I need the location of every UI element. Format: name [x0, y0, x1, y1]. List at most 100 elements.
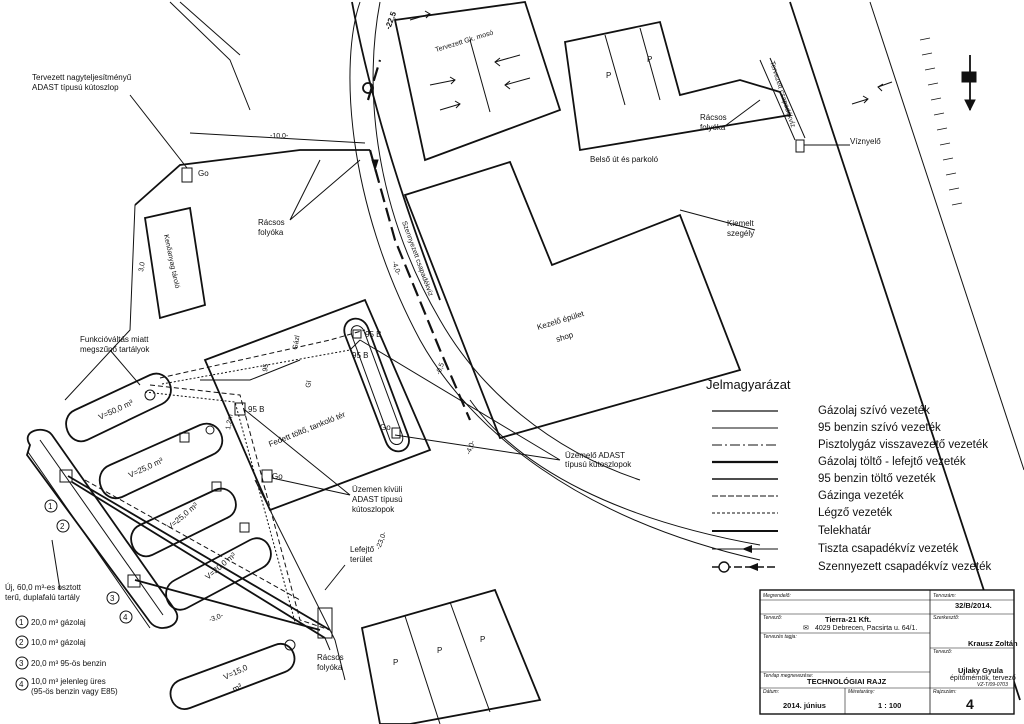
racsos-bottom-2: folyóka — [317, 663, 343, 672]
dim-a: Gázl — [292, 335, 301, 351]
parking-p3: P — [393, 658, 398, 667]
tb-rajzszam-label: Rajzszám: — [933, 689, 957, 695]
parking-p4: P — [437, 646, 442, 655]
pump-95b-left — [234, 402, 246, 416]
kenoanyag-building — [143, 206, 207, 320]
pump-island-inner — [350, 325, 404, 446]
tb-tervlap: TECHNOLÓGIAI RAJZ — [807, 677, 887, 686]
yard-line-c — [254, 479, 346, 681]
parking-bottom-lines — [404, 601, 491, 724]
tb-tervlap-label: Tervlap megnevezése: — [763, 673, 814, 679]
manhole-b — [205, 425, 215, 435]
left-road-edge-2 — [179, 1, 241, 56]
funkcio-label-2: megszűnő tartályok — [80, 345, 150, 354]
kiemelt-leader — [679, 209, 756, 231]
svg-text:1: 1 — [19, 618, 24, 627]
svg-text:4: 4 — [123, 613, 128, 622]
wash-arrow-4 — [504, 77, 531, 90]
kenoanyag-label: Kenőanyag tároló — [162, 234, 180, 289]
road-curve-outer — [349, 1, 761, 561]
uzemen-kivuli-3: kútoszlopok — [352, 505, 395, 514]
tb-tervezo2-label: Tervező: — [933, 649, 953, 655]
tb-szerkeszto-label: Szerkesztő: — [933, 615, 960, 621]
legend-item-9: Tiszta csapadékvíz vezeték — [818, 543, 958, 555]
tank-25b: V=25,0 m³ — [130, 481, 237, 558]
tb-megrendelo-label: Megrendelő: — [763, 593, 791, 599]
road-marker-arrow — [409, 10, 431, 21]
racsos-bottom-1: Rácsos — [317, 653, 344, 662]
svg-text:V=15,0: V=15,0 — [222, 663, 249, 682]
racsos-top-label-2: folyóka — [700, 123, 726, 132]
uzemen-kivuli-leader — [244, 409, 351, 496]
wash-label: Tervezett Gk. mosó — [435, 30, 495, 54]
pump-95b-right — [352, 329, 362, 339]
road-curve-edge — [469, 399, 761, 546]
yard-boundary — [134, 149, 370, 206]
label-95b-left: 95 B — [248, 405, 264, 414]
svg-text:1: 1 — [48, 502, 53, 511]
uzemen-kivuli-1: Üzemen kívüli — [352, 485, 402, 494]
racsos-top-leader — [724, 99, 761, 127]
dim-f: -23,0- — [375, 530, 388, 550]
tb-tervszam-label: Tervszám: — [933, 593, 956, 599]
tank-compartment-3: 3 — [106, 591, 120, 605]
legend-item-3: Pisztolygáz visszavezető vezeték — [818, 439, 988, 451]
label-go-left: Go — [272, 472, 283, 481]
svg-text:20,0 m³ 95-ös benzin: 20,0 m³ 95-ös benzin — [31, 659, 106, 668]
lefejto-label-2: terület — [350, 555, 373, 564]
tb-tervezo: Tierra-21 Kft. — [825, 615, 871, 624]
label-go-right: Go — [380, 423, 391, 432]
property-line-right-2 — [869, 1, 1024, 471]
svg-text:10,0 m³ gázolaj: 10,0 m³ gázolaj — [31, 638, 86, 647]
parking-p1: P — [606, 71, 611, 80]
dim-b: 3,0 — [138, 261, 147, 272]
tb-datum: 2014. június — [783, 701, 826, 710]
tb-meretarany-label: Méretarány: — [848, 689, 875, 695]
property-line-right — [789, 1, 1021, 701]
kiemelt-label-1: Kiemelt — [727, 219, 754, 228]
parking-p5: P — [480, 635, 485, 644]
stormwater-manhole — [362, 82, 374, 94]
svg-text:(95-ös benzin vagy E85): (95-ös benzin vagy E85) — [31, 687, 118, 696]
svg-text:3: 3 — [19, 659, 24, 668]
uj-tank-label-1: Új, 60,0 m³-es osztott — [5, 583, 82, 592]
direction-arrows — [851, 81, 893, 105]
uzemen-kivuli-2: ADAST típusú — [352, 495, 403, 504]
kezelo-label-1: Kezelő épület — [536, 309, 586, 332]
legend-item-6: Gázinga vezeték — [818, 490, 904, 502]
legend-item-7: Légző vezeték — [818, 507, 892, 519]
legend-item-4: Gázolaj töltő - lefejtő vezeték — [818, 456, 966, 468]
dim-e: -3,0- — [208, 612, 225, 624]
manhole-a — [284, 639, 296, 651]
pipe-bundle-3 — [159, 329, 366, 379]
lefejto-grate — [317, 607, 333, 639]
drain-channel-top — [759, 57, 806, 141]
dist10-label: -10,0- — [270, 133, 289, 140]
tank-15: V=15,0 m³ — [169, 642, 296, 710]
yard-line-b — [64, 204, 136, 401]
wash-lane — [469, 39, 491, 113]
tb-szerkeszto: Krausz Zoltán — [968, 639, 1018, 648]
tb-mail-icon: ✉ — [803, 625, 809, 632]
dim-i: -0,5 — [435, 362, 446, 376]
go-pump-top — [181, 167, 193, 183]
wash-building — [393, 1, 562, 162]
uzemelo-label-1: Üzemelő ADAST — [565, 451, 625, 460]
racsos-left-leader — [289, 159, 361, 221]
parking-bottom — [360, 588, 542, 724]
yard-line-d — [200, 359, 301, 381]
dim-j: -4,0- — [390, 260, 402, 277]
lefejto-leader — [324, 564, 346, 591]
tb-tervezo2-role: építőmérnök, tervező — [950, 675, 1016, 682]
adast-tall-label-2: ADAST típusú kútoszlop — [32, 83, 119, 92]
dim-g: -4,0- — [465, 439, 477, 456]
svg-text:m³: m³ — [231, 682, 244, 694]
label-95b-right-1: 95 B — [365, 330, 381, 339]
wash-arrow-3 — [494, 54, 521, 67]
legend-symbols — [712, 410, 778, 573]
road-curve-inner — [372, 1, 641, 481]
tb-datum-label: Dátum: — [763, 689, 780, 695]
pump-island — [343, 317, 410, 453]
kiemelt-label-2: szegély — [727, 229, 754, 238]
